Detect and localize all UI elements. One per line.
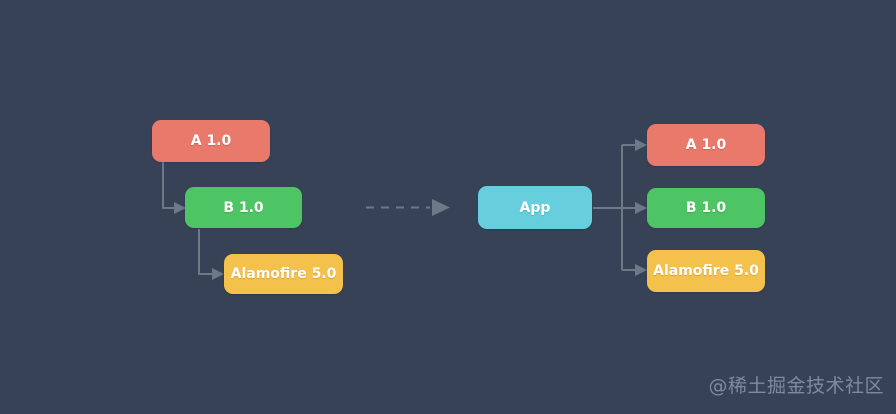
node-right-b-label: B 1.0 (685, 200, 727, 216)
node-left-b: B 1.0 (185, 187, 302, 228)
arrow-line-a-to-b (162, 162, 175, 209)
arrowhead-app-to-alamofire (635, 264, 647, 276)
node-right-alamofire-label: Alamofire 5.0 (653, 263, 759, 279)
node-left-a: A 1.0 (152, 120, 270, 162)
arrowhead-app-to-a (635, 139, 647, 151)
arrowhead-b-to-alamofire (212, 268, 224, 280)
node-left-a-label: A 1.0 (190, 133, 232, 149)
node-right-alamofire: Alamofire 5.0 (647, 250, 765, 292)
node-left-alamofire: Alamofire 5.0 (224, 254, 343, 294)
arrowhead-app-to-b (635, 202, 647, 214)
arrowhead-a-to-b (174, 202, 186, 214)
node-app-label: App (519, 199, 551, 216)
node-right-a-label: A 1.0 (685, 137, 727, 153)
node-left-b-label: B 1.0 (223, 199, 264, 216)
arrow-line-b-to-alamofire (198, 229, 213, 275)
arrowhead-dashed (432, 199, 450, 216)
watermark-text: @稀土掘金技术社区 (708, 375, 884, 397)
node-app: App (478, 186, 592, 229)
node-right-b: B 1.0 (647, 188, 765, 228)
node-right-a: A 1.0 (647, 124, 765, 166)
node-left-alamofire-label: Alamofire 5.0 (230, 266, 337, 282)
